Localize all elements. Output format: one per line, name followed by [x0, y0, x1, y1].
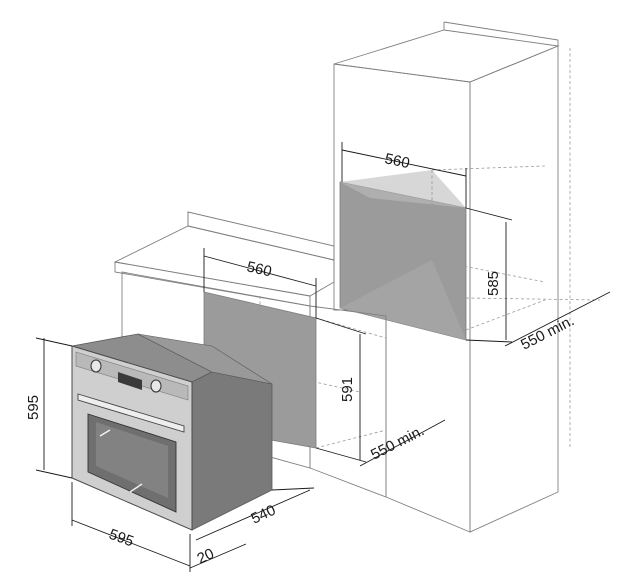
counter-niche-width-label: 560 — [245, 258, 273, 280]
tall-niche-height-label: 585 — [485, 271, 502, 296]
oven-width-label: 595 — [107, 526, 136, 551]
tall-niche-width-label: 560 — [383, 150, 411, 172]
counter-depth-label: 550 min. — [368, 422, 427, 463]
tall-unit-depth-label: 550 min. — [518, 312, 577, 353]
knob-right-icon — [150, 379, 162, 393]
oven — [71, 333, 273, 531]
oven-handle — [77, 393, 185, 433]
tall-niche — [339, 165, 601, 341]
counter-niche-height-label: 591 — [339, 377, 356, 402]
oven-height-label: 595 — [25, 395, 42, 420]
oven-front-depth-label: 20 — [195, 545, 217, 567]
dimension-lines — [35, 142, 611, 572]
tall-cabinet — [333, 21, 571, 533]
knob-left-icon — [90, 359, 102, 373]
oven-display — [118, 372, 142, 390]
